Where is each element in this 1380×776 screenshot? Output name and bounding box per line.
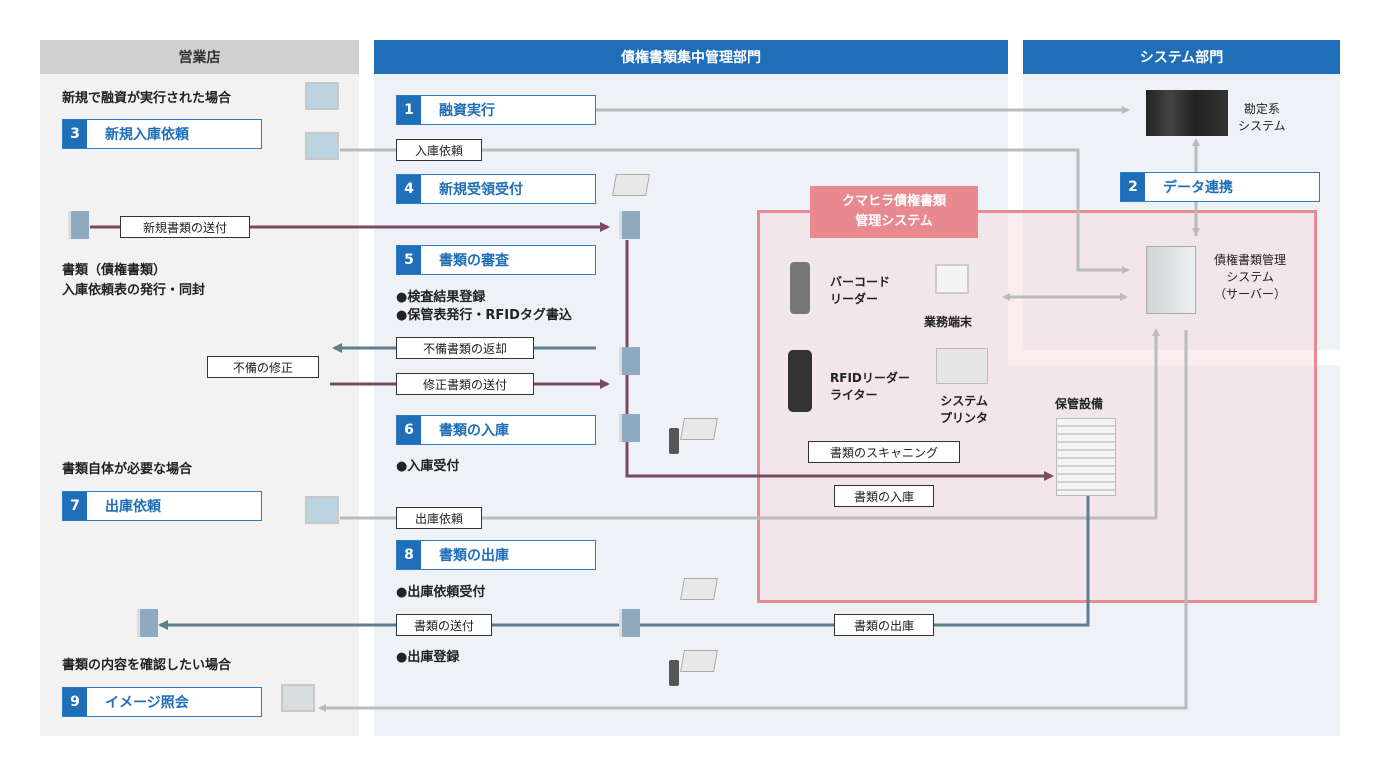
kumahira-system-header: クマヒラ債権書類 管理システム	[810, 186, 978, 238]
label-server: 債権書類管理 システム （サーバー）	[1214, 253, 1287, 301]
text-docs-line1: 書類（債権書類）	[62, 263, 167, 278]
tag-nyuko-irai: 入庫依頼	[396, 139, 482, 161]
branch-header: 営業店	[40, 40, 359, 74]
text-inspect-1: ●検査結果登録	[396, 290, 486, 305]
printer-icon	[936, 348, 988, 384]
text-confirm: 書類の内容を確認したい場合	[62, 658, 232, 673]
step-retrieval-request: 7 出庫依頼	[62, 491, 262, 521]
mainframe-icon	[1146, 90, 1228, 136]
text-receive: ●入庫受付	[396, 459, 460, 474]
arrow-to-storage	[625, 240, 1054, 481]
text-new-loan: 新規で融資が実行された場合	[62, 91, 232, 106]
step-label: 新規受領受付	[439, 182, 523, 198]
laptop-icon	[680, 418, 718, 440]
step-label: 新規入庫依頼	[105, 127, 189, 143]
step-document-retrieval: 8 書類の出庫	[396, 540, 596, 570]
kumahira-system-box	[757, 210, 1317, 603]
document-file-icon	[619, 347, 640, 375]
kumahira-title-line1: クマヒラ債権書類	[841, 194, 946, 209]
laptop-icon	[680, 650, 718, 672]
pc-icon	[305, 132, 339, 160]
pc-icon	[281, 684, 315, 712]
step-data-link: 2 データ連携	[1120, 172, 1320, 202]
tag-fixed-send: 修正書類の送付	[396, 373, 534, 395]
step-number: 4	[397, 175, 421, 203]
text-docs-line2: 入庫依頼表の発行・同封	[62, 283, 206, 298]
step-number: 1	[397, 96, 421, 124]
kumahira-title-line2: 管理システム	[855, 214, 933, 229]
step-loan-execution: 1 融資実行	[396, 95, 596, 125]
arrow-doc-out	[158, 496, 1090, 630]
central-header: 債権書類集中管理部門	[374, 40, 1008, 74]
text-need-docs: 書類自体が必要な場合	[62, 462, 193, 477]
step-label: 融資実行	[439, 103, 495, 119]
server-icon	[1146, 246, 1196, 314]
label-barcode: バーコード リーダー	[830, 275, 891, 306]
tag-defect-return: 不備書類の返却	[396, 337, 534, 359]
text-out-register: ●出庫登録	[396, 650, 460, 665]
step-number: 3	[63, 120, 87, 148]
document-file-icon	[619, 211, 640, 239]
step-label: 書類の出庫	[439, 548, 509, 564]
step-number: 5	[397, 246, 421, 274]
arrow-shukko-irai	[340, 328, 1160, 520]
step-number: 6	[397, 416, 421, 444]
step-number: 2	[1121, 173, 1145, 201]
pc-icon	[305, 82, 339, 110]
document-file-icon	[137, 609, 158, 637]
laptop-icon	[680, 578, 718, 600]
tag-defect-fix: 不備の修正	[207, 356, 319, 378]
tag-doc-send: 書類の送付	[396, 614, 492, 636]
arrow-nyuko-irai	[340, 148, 1130, 274]
tag-shukko-irai: 出庫依頼	[396, 507, 482, 529]
handheld-scanner-icon	[669, 428, 679, 454]
step-label: 出庫依頼	[105, 499, 161, 515]
tag-doc-in: 書類の入庫	[834, 485, 934, 507]
label-storage: 保管設備	[1055, 397, 1104, 411]
handheld-scanner-icon	[669, 660, 679, 686]
terminal-icon	[935, 264, 969, 294]
tag-doc-out: 書類の出庫	[834, 614, 934, 636]
tag-new-docs-send: 新規書類の送付	[120, 216, 250, 238]
label-terminal: 業務端末	[924, 315, 973, 329]
pc-icon	[305, 496, 339, 524]
step-image-query: 9 イメージ照会	[62, 687, 262, 717]
laptop-icon	[612, 174, 650, 196]
storage-cabinet-icon	[1056, 418, 1116, 496]
step-label: イメージ照会	[105, 695, 189, 711]
step-number: 8	[397, 541, 421, 569]
step-number: 9	[63, 688, 87, 716]
system-header: システム部門	[1023, 40, 1340, 74]
step-new-receipt: 4 新規受領受付	[396, 174, 596, 204]
step-label: データ連携	[1163, 180, 1233, 196]
label-rfid: RFIDリーダー ライター	[830, 371, 910, 402]
rfid-reader-icon	[788, 350, 812, 412]
label-accounting-system: 勘定系 システム	[1238, 102, 1286, 133]
step-document-storage: 6 書類の入庫	[396, 415, 596, 445]
step-number: 7	[63, 492, 87, 520]
step-label: 書類の審査	[439, 253, 509, 269]
document-file-icon	[68, 211, 89, 239]
document-file-icon	[619, 609, 640, 637]
text-out-request-accept: ●出庫依頼受付	[396, 585, 486, 600]
step-label: 書類の入庫	[439, 423, 509, 439]
document-file-icon	[619, 414, 640, 442]
label-printer: システム プリンタ	[940, 394, 989, 425]
tag-scanning: 書類のスキャニング	[808, 441, 960, 463]
step-new-storage-request: 3 新規入庫依頼	[62, 119, 262, 149]
arrow-image-query	[318, 330, 1188, 712]
barcode-reader-icon	[790, 262, 810, 314]
text-inspect-2: ●保管表発行・RFIDタグ書込	[396, 308, 572, 323]
step-document-review: 5 書類の審査	[396, 245, 596, 275]
